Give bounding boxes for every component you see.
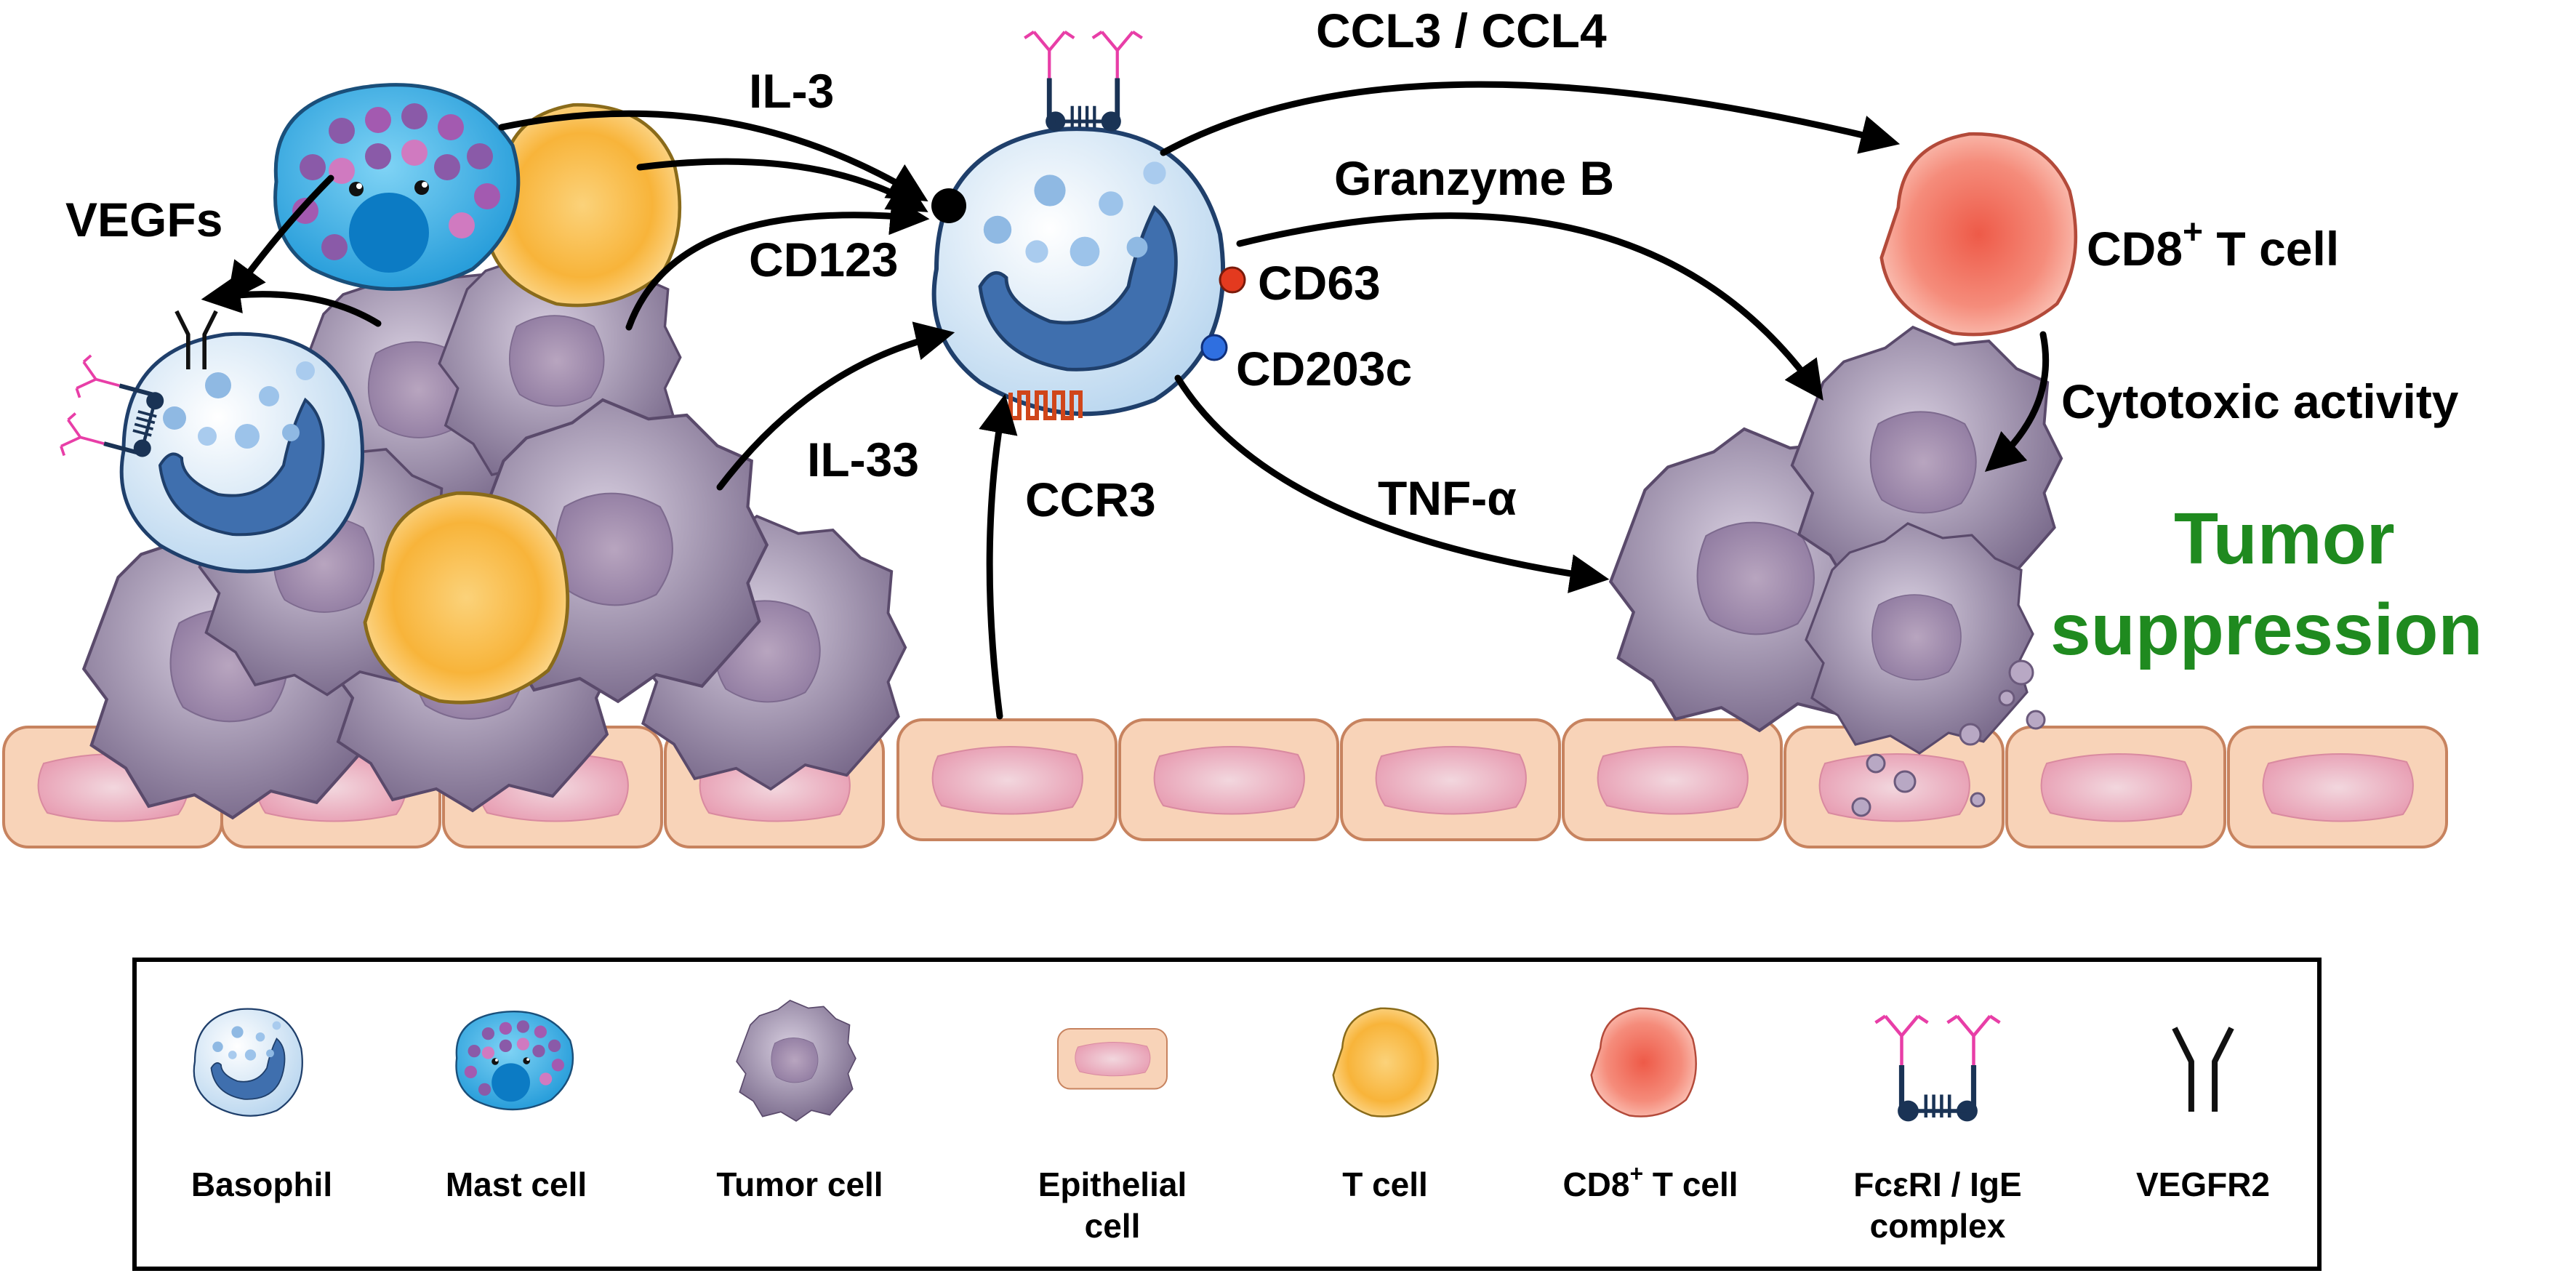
legend-label-fceri-ige-line2: complex — [1870, 1207, 2006, 1245]
label-cd123: CD123 — [749, 233, 898, 286]
legend-label-fceri-ige: FcεRI / IgE — [1853, 1165, 2021, 1203]
legend-box — [132, 958, 2322, 1271]
ccr3-receptor — [1008, 390, 1083, 420]
arrow-granzyme — [1236, 212, 1823, 401]
label-ccr3: CCR3 — [1025, 473, 1156, 526]
legend-label-epithelial: Epithelial — [1038, 1165, 1187, 1203]
epithelial-cell — [2227, 726, 2448, 848]
epithelial-cell — [1340, 718, 1561, 841]
arrow-il3-mast — [498, 110, 928, 201]
cd123-receptor — [931, 188, 966, 223]
basophil — [934, 129, 1224, 414]
right-group — [1610, 134, 2076, 817]
mast-cell — [276, 85, 518, 289]
label-il3: IL-3 — [749, 64, 834, 118]
label-suppression: suppression — [2050, 589, 2483, 670]
arrows — [201, 81, 2050, 720]
fceri-ige-icon — [1024, 32, 1142, 132]
arrow-il3-tcell — [636, 158, 928, 212]
label-tnf: TNF-α — [1378, 471, 1517, 525]
label-tumor: Tumor — [2174, 498, 2395, 579]
central-basophil — [931, 32, 1246, 420]
arrow-il3-tumor — [625, 196, 930, 331]
cd8-t-cell — [1882, 134, 2076, 334]
epithelial-cell — [1118, 718, 1339, 841]
label-cd203c: CD203c — [1236, 342, 1412, 396]
arrow-tnf — [1174, 374, 1610, 593]
arrow-vegfs-tumor — [201, 274, 382, 327]
legend-label-mast-cell: Mast cell — [446, 1165, 587, 1203]
legend-label-epithelial-line2: cell — [1085, 1207, 1141, 1245]
label-cytotoxic: Cytotoxic activity — [2061, 374, 2459, 428]
apoptotic-fragments — [1851, 659, 2046, 817]
epithelial-cell — [896, 718, 1118, 841]
legend-mast-cell-icon — [455, 1010, 574, 1111]
label-granzyme: Granzyme B — [1334, 151, 1614, 205]
arrow-il33-tumor — [716, 321, 955, 491]
legend-label-tumor-cell: Tumor cell — [716, 1165, 883, 1203]
epithelial-cell — [2005, 726, 2226, 848]
arrow-ccl — [1160, 81, 1901, 156]
labels: IL-3 VEGFs CD123 IL-33 CCR3 CD63 CD203c … — [65, 4, 2483, 670]
arrow-cytotoxic — [1984, 331, 2050, 472]
epithelial-cell — [1562, 718, 1783, 841]
arrow-vegfs-mast — [226, 174, 334, 302]
legend-labels: Basophil Mast cell Tumor cell Epithelial… — [191, 1160, 2270, 1245]
label-il33: IL-33 — [807, 433, 919, 486]
legend-basophil-icon — [193, 1008, 303, 1117]
label-cd63: CD63 — [1258, 256, 1381, 310]
label-vegfs: VEGFs — [65, 193, 222, 246]
legend-label-cd8-t-cell: CD8+ T cell — [1562, 1160, 1738, 1203]
basophil-small — [121, 334, 362, 571]
label-ccl: CCL3 / CCL4 — [1316, 4, 1607, 57]
legend-label-t-cell: T cell — [1342, 1165, 1428, 1203]
cd203c-marker — [1200, 334, 1228, 361]
legend-epithelial-cell-icon — [1057, 1028, 1168, 1090]
cd63-marker — [1219, 266, 1246, 294]
legend-label-basophil: Basophil — [191, 1165, 332, 1203]
legend-label-vegfr2: VEGFR2 — [2136, 1165, 2270, 1203]
legend: Basophil Mast cell Tumor cell Epithelial… — [132, 958, 2322, 1271]
arrow-il33-epithelial — [979, 393, 1018, 720]
label-cd8-t-cell: CD8+ T cell — [2087, 213, 2339, 276]
